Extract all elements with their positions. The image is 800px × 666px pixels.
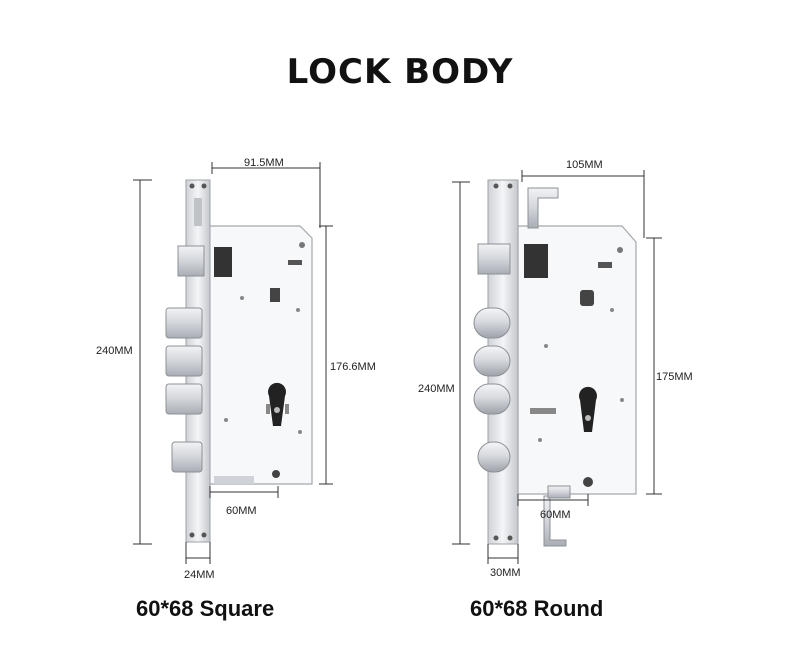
right-deadbolt xyxy=(473,307,511,339)
right-case-height-label: 175MM xyxy=(656,371,693,383)
right-backset-label: 60MM xyxy=(540,509,571,521)
left-deadbolt xyxy=(171,441,203,473)
left-backset-label: 60MM xyxy=(226,505,257,517)
right-deadbolt xyxy=(473,383,511,415)
caption-square: 60*68 Square xyxy=(136,596,275,621)
left-dimensions xyxy=(133,162,333,564)
left-deadbolt xyxy=(165,383,203,415)
left-width-label: 91.5MM xyxy=(244,157,284,169)
square-lock xyxy=(165,179,313,543)
left-cylinder-hole xyxy=(268,382,286,426)
left-faceplate-label: 24MM xyxy=(184,569,215,581)
page-title: LOCK BODY xyxy=(286,52,514,92)
right-dimensions xyxy=(452,170,662,564)
right-faceplate-label: 30MM xyxy=(490,567,521,579)
right-cylinder-hole xyxy=(579,386,597,432)
right-top-hook xyxy=(527,187,559,229)
caption-round: 60*68 Round xyxy=(470,596,604,621)
left-deadbolt xyxy=(165,307,203,339)
left-height-label: 240MM xyxy=(96,345,133,357)
left-latch xyxy=(177,245,205,277)
right-deadbolt xyxy=(473,345,511,377)
left-case-height-label: 176.6MM xyxy=(330,361,376,373)
right-height-label: 240MM xyxy=(418,383,455,395)
right-latch xyxy=(477,243,511,275)
right-deadbolt xyxy=(477,441,511,473)
left-deadbolt xyxy=(165,345,203,377)
right-width-label: 105MM xyxy=(566,159,603,171)
round-lock xyxy=(473,179,637,547)
right-bottom-hook xyxy=(543,495,567,547)
